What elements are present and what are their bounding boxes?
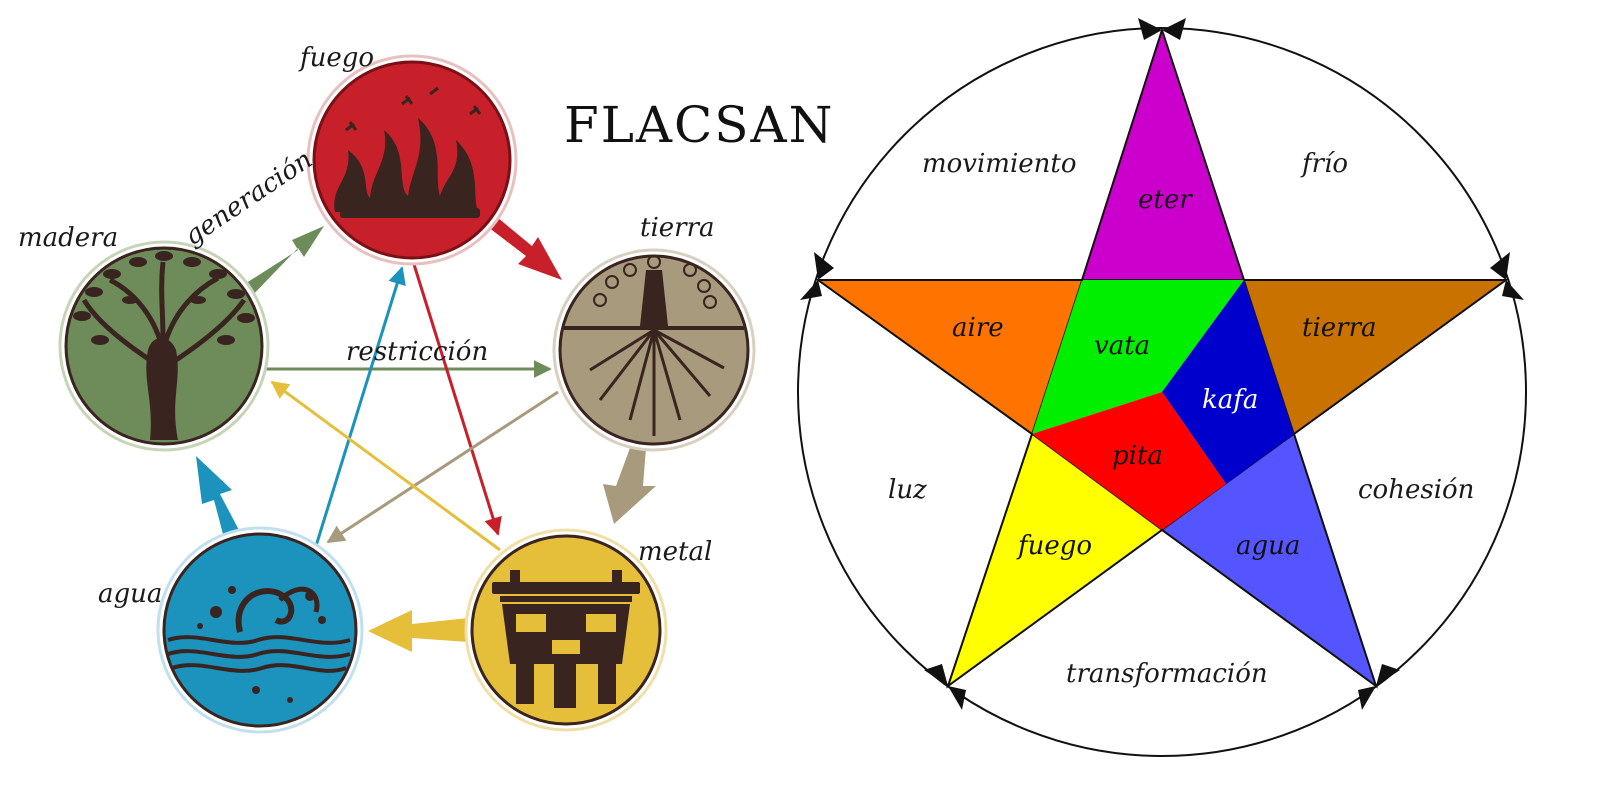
label-fuego-point: fuego bbox=[1016, 531, 1092, 561]
agua-circle bbox=[156, 526, 364, 734]
label-cohesion: cohesión bbox=[1358, 475, 1474, 505]
label-tierra: tierra bbox=[640, 213, 715, 243]
pentagram-diagram: movimiento frío luz cohesión transformac… bbox=[797, 18, 1527, 757]
label-restriccion: restricción bbox=[346, 337, 488, 367]
label-frio: frío bbox=[1300, 149, 1348, 179]
arrow-agua-to-fuego bbox=[314, 266, 406, 547]
tree-roots-icon bbox=[564, 255, 744, 436]
label-tierra-point: tierra bbox=[1302, 313, 1377, 343]
label-aire: aire bbox=[952, 313, 1004, 343]
label-eter: eter bbox=[1138, 185, 1193, 215]
fuego-circle bbox=[306, 54, 518, 266]
center-vata bbox=[1032, 280, 1244, 434]
center-kafa bbox=[1162, 280, 1294, 484]
label-pita: pita bbox=[1112, 441, 1163, 471]
label-generacion: generación bbox=[179, 145, 318, 252]
arrow-tierra-to-metal bbox=[603, 448, 656, 524]
metal-circle bbox=[464, 528, 668, 732]
arrow-metal-to-agua bbox=[368, 610, 468, 652]
label-agua-point: agua bbox=[1236, 531, 1300, 561]
wuxing-diagram: fuego tierra metal agua madera generació… bbox=[18, 43, 756, 734]
cauldron-icon bbox=[492, 570, 640, 708]
label-metal: metal bbox=[638, 537, 712, 567]
generation-arrows bbox=[196, 213, 656, 652]
label-transformacion: transformación bbox=[1066, 659, 1268, 689]
madera-circle bbox=[58, 240, 270, 452]
center-pita bbox=[1032, 392, 1226, 530]
star-point-eter bbox=[1080, 27, 1246, 281]
star-outline bbox=[814, 26, 1510, 689]
page-title: FLACSAN bbox=[564, 96, 834, 154]
label-movimiento: movimiento bbox=[922, 149, 1077, 179]
label-fuego: fuego bbox=[298, 43, 374, 73]
label-kafa: kafa bbox=[1202, 385, 1258, 415]
waves-icon bbox=[167, 586, 351, 673]
arrow-metal-to-madera bbox=[270, 380, 501, 552]
arrow-tierra-to-agua bbox=[326, 390, 559, 544]
arrow-madera-to-fuego bbox=[240, 226, 324, 300]
tree-icon bbox=[73, 251, 255, 440]
arrow-fuego-to-tierra bbox=[484, 213, 562, 280]
arrow-fuego-to-metal bbox=[410, 257, 502, 536]
arrow-agua-to-madera bbox=[196, 456, 240, 538]
flames-icon bbox=[334, 86, 482, 218]
label-madera: madera bbox=[18, 223, 118, 253]
ring-arrowheads bbox=[800, 18, 1524, 710]
label-luz: luz bbox=[888, 475, 927, 505]
label-vata: vata bbox=[1094, 331, 1150, 361]
tierra-circle bbox=[552, 248, 756, 452]
label-agua: agua bbox=[98, 579, 162, 609]
restriction-arrows bbox=[266, 257, 559, 552]
